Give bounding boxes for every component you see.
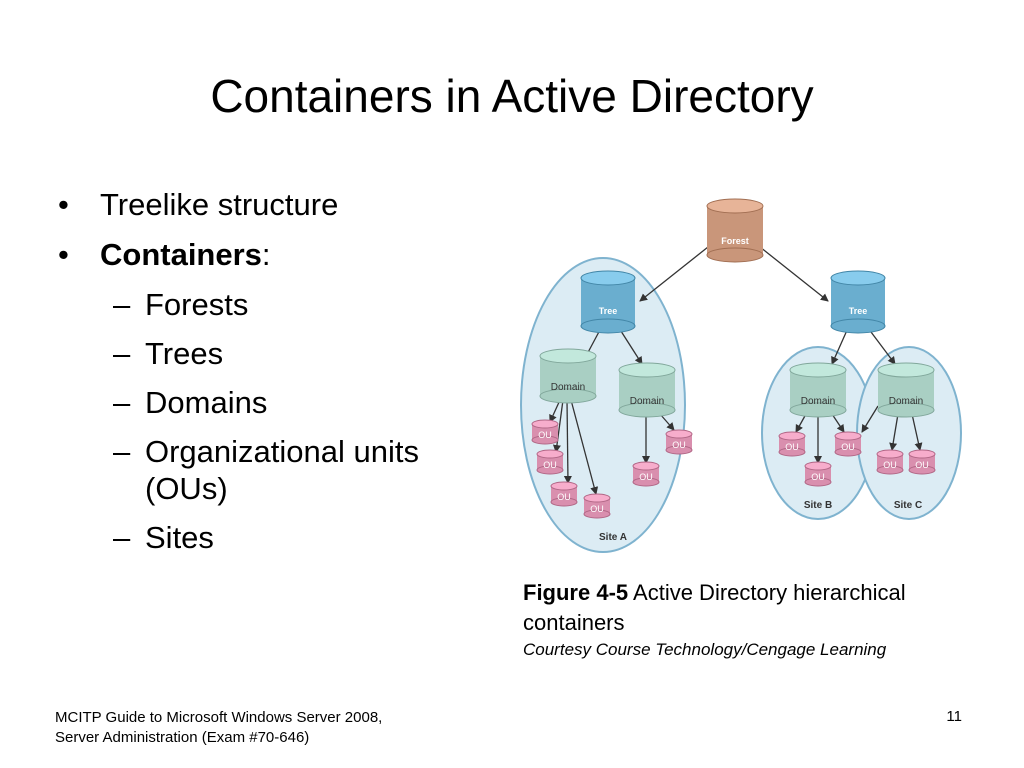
ou-node: OU: [550, 481, 578, 507]
dash: –: [113, 434, 131, 469]
tree-label: Tree: [599, 306, 618, 316]
sub-bullet-text: Domains: [145, 385, 268, 420]
bullet-containers: • Containers:: [58, 236, 478, 273]
ou-node: OU: [632, 461, 660, 487]
sub-bullet-trees: – Trees: [58, 335, 478, 372]
domain-node: Domain: [789, 362, 847, 418]
domain-label: Domain: [889, 396, 923, 407]
site-b-label: Site B: [804, 500, 832, 511]
sub-bullet-text: Organizational units: [145, 434, 419, 469]
sub-bullet-forests: – Forests: [58, 286, 478, 323]
ou-node: OU: [804, 461, 832, 487]
ou-label: OU: [538, 430, 552, 440]
forest-node: Forest: [706, 198, 764, 263]
domain-node: Domain: [618, 362, 676, 418]
bullet-text: Treelike structure: [100, 187, 339, 222]
tree-node: Tree: [580, 270, 636, 334]
ou-label: OU: [785, 442, 799, 452]
sub-bullet-ous: – Organizational units (OUs): [58, 433, 478, 507]
ou-label: OU: [915, 460, 929, 470]
domain-label: Domain: [630, 396, 664, 407]
ou-node: OU: [834, 431, 862, 457]
figure-text: Active Directory hierarchical containers: [523, 580, 906, 635]
sub-bullet-sites: – Sites: [58, 519, 478, 556]
domain-label: Domain: [551, 382, 585, 393]
ou-label: OU: [811, 472, 825, 482]
sub-bullet-text: Forests: [145, 287, 249, 322]
domain-node: Domain: [539, 348, 597, 404]
site-c-label: Site C: [894, 500, 922, 511]
ou-label: OU: [557, 492, 571, 502]
sub-bullet-domains: – Domains: [58, 384, 478, 421]
bullet-dot: •: [58, 187, 69, 222]
footer-line-2: Server Administration (Exam #70-646): [55, 729, 310, 746]
ou-label: OU: [883, 460, 897, 470]
bullet-list: • Treelike structure • Containers: – For…: [58, 186, 478, 568]
sub-bullet-text: Sites: [145, 520, 214, 555]
ou-node: OU: [778, 431, 806, 457]
domain-node: Domain: [877, 362, 935, 418]
figure-caption: Figure 4-5 Active Directory hierarchical…: [523, 578, 993, 662]
ou-label: OU: [590, 504, 604, 514]
tree-label: Tree: [849, 306, 868, 316]
ou-label: OU: [841, 442, 855, 452]
bullet-dot: •: [58, 237, 69, 272]
site-a-label: Site A: [599, 532, 627, 543]
slide-title: Containers in Active Directory: [210, 70, 814, 122]
ou-node: OU: [876, 449, 904, 475]
dash: –: [113, 385, 131, 420]
ou-label: OU: [639, 472, 653, 482]
ad-hierarchy-diagram: Forest Tree Tree Domain Domain Domain Do…: [520, 198, 962, 553]
ou-node: OU: [665, 429, 693, 455]
bullet-text-bold: Containers: [100, 237, 262, 272]
footer-line-1: MCITP Guide to Microsoft Windows Server …: [55, 709, 383, 726]
sub-bullet-text: Trees: [145, 336, 224, 371]
dash: –: [113, 520, 131, 555]
footer-text: MCITP Guide to Microsoft Windows Server …: [55, 708, 382, 748]
dash: –: [113, 287, 131, 322]
ou-node: OU: [908, 449, 936, 475]
page-number: 11: [946, 708, 962, 725]
ou-node: OU: [583, 493, 611, 519]
figure-label: Figure 4-5: [523, 580, 629, 605]
ou-node: OU: [531, 419, 559, 445]
ou-node: OU: [536, 449, 564, 475]
bullet-colon: :: [261, 237, 271, 272]
forest-label: Forest: [721, 236, 749, 246]
dash: –: [113, 336, 131, 371]
ou-label: OU: [672, 440, 686, 450]
bullet-treelike: • Treelike structure: [58, 186, 478, 223]
sub-bullet-text-cont: (OUs): [145, 471, 228, 506]
tree-node: Tree: [830, 270, 886, 334]
figure-credit: Courtesy Course Technology/Cengage Learn…: [523, 640, 887, 659]
ou-label: OU: [543, 460, 557, 470]
domain-label: Domain: [801, 396, 835, 407]
